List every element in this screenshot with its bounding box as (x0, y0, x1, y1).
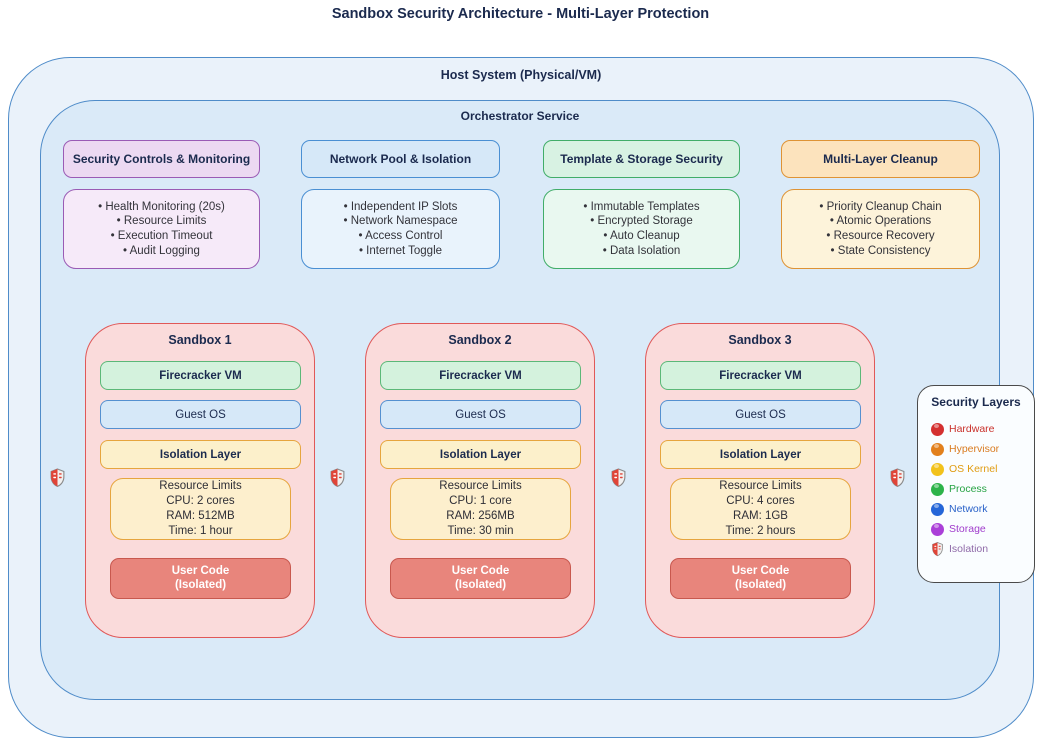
process-dot-icon (931, 482, 944, 496)
user-code-line: User Code (451, 565, 510, 577)
hypervisor-dot-icon (931, 442, 944, 456)
legend-title: Security Layers (931, 395, 1021, 409)
security-layers-legend: Security Layers Hardware Hypervisor OS K… (917, 385, 1035, 583)
feature-item: • Internet Toggle (358, 244, 443, 257)
network-dot-icon (931, 502, 944, 516)
resource-limits-box: Resource Limits CPU: 4 cores RAM: 1GB Ti… (670, 478, 851, 540)
resource-limits-box: Resource Limits CPU: 1 core RAM: 256MB T… (390, 478, 571, 540)
resource-line: Resource Limits (719, 480, 802, 493)
isolation-layer: Isolation Layer (660, 440, 861, 469)
feature-item: • Atomic Operations (829, 215, 932, 228)
resource-line: CPU: 2 cores (166, 495, 235, 508)
feature-item: • Data Isolation (602, 244, 681, 257)
user-code-line: (Isolated) (174, 578, 227, 591)
feature-item: • Resource Limits (116, 215, 207, 228)
sandbox-title: Sandbox 1 (168, 333, 232, 347)
guest-os-layer: Guest OS (100, 400, 301, 429)
resource-line: RAM: 1GB (733, 510, 788, 522)
sandbox-2: Sandbox 2 Firecracker VM Guest OS Isolat… (365, 323, 595, 638)
user-code-box: User Code (Isolated) (670, 558, 851, 599)
guest-os-layer: Guest OS (660, 400, 861, 429)
firecracker-vm-layer: Firecracker VM (100, 361, 301, 390)
feature-title: Network Pool & Isolation (329, 152, 472, 166)
resource-limits-box: Resource Limits CPU: 2 cores RAM: 512MB … (110, 478, 291, 540)
feature-title: Security Controls & Monitoring (72, 152, 251, 166)
guest-os-layer: Guest OS (380, 400, 581, 429)
feature-header-template-storage: Template & Storage Security (543, 140, 740, 178)
orchestrator-label: Orchestrator Service (460, 109, 580, 123)
feature-detail-template-storage: • Immutable Templates • Encrypted Storag… (543, 189, 740, 269)
resource-line: Time: 30 min (447, 524, 514, 537)
sandbox-3: Sandbox 3 Firecracker VM Guest OS Isolat… (645, 323, 875, 638)
feature-item: • Auto Cleanup (603, 230, 680, 242)
host-system-label: Host System (Physical/VM) (440, 68, 602, 82)
feature-item: • Priority Cleanup Chain (819, 200, 942, 213)
resource-line: Resource Limits (439, 480, 522, 493)
feature-item: • State Consistency (830, 244, 931, 257)
sandbox-title: Sandbox 3 (728, 333, 792, 347)
user-code-line: User Code (731, 565, 790, 577)
legend-label: OS Kernel (949, 463, 998, 475)
sandbox-1: Sandbox 1 Firecracker VM Guest OS Isolat… (85, 323, 315, 638)
feature-item: • Immutable Templates (583, 200, 700, 213)
legend-label: Storage (949, 523, 986, 535)
feature-detail-security-controls: • Health Monitoring (20s) • Resource Lim… (63, 189, 260, 269)
legend-label: Hypervisor (949, 443, 1000, 455)
firecracker-vm-layer: Firecracker VM (380, 361, 581, 390)
firecracker-vm-layer: Firecracker VM (660, 361, 861, 390)
legend-item-os-kernel: OS Kernel (931, 462, 997, 476)
os-kernel-dot-icon (931, 462, 944, 476)
resource-line: RAM: 256MB (446, 510, 515, 522)
resource-line: Time: 2 hours (725, 524, 796, 537)
feature-item: • Access Control (358, 230, 443, 242)
isolation-shield-icon (890, 468, 905, 487)
isolation-shield-icon (50, 468, 65, 487)
feature-title: Template & Storage Security (560, 152, 723, 166)
legend-item-isolation: Isolation (931, 542, 989, 557)
feature-header-security-controls: Security Controls & Monitoring (63, 140, 260, 178)
feature-item: • Health Monitoring (20s) (98, 200, 225, 213)
sandbox-title: Sandbox 2 (448, 333, 512, 347)
hardware-dot-icon (931, 422, 944, 436)
isolation-shield-icon (330, 468, 345, 487)
resource-line: RAM: 512MB (166, 510, 235, 522)
legend-item-hardware: Hardware (931, 422, 995, 436)
user-code-line: (Isolated) (734, 578, 787, 591)
user-code-box: User Code (Isolated) (110, 558, 291, 599)
isolation-shield-icon (932, 542, 943, 557)
legend-label: Hardware (949, 423, 995, 435)
isolation-shield-icon (611, 468, 626, 487)
resource-line: Time: 1 hour (168, 524, 233, 537)
legend-item-hypervisor: Hypervisor (931, 442, 999, 456)
storage-dot-icon (931, 522, 944, 536)
isolation-layer: Isolation Layer (100, 440, 301, 469)
user-code-line: User Code (171, 565, 230, 577)
feature-item: • Independent IP Slots (343, 200, 458, 213)
legend-label: Isolation (949, 543, 989, 555)
legend-item-process: Process (931, 482, 987, 496)
legend-item-storage: Storage (931, 522, 986, 536)
legend-label: Network (949, 503, 988, 515)
feature-item: • Resource Recovery (826, 230, 935, 242)
feature-header-cleanup: Multi-Layer Cleanup (781, 140, 980, 178)
feature-header-network-pool: Network Pool & Isolation (301, 140, 500, 178)
legend-item-network: Network (931, 502, 988, 516)
legend-label: Process (949, 483, 987, 495)
feature-title: Multi-Layer Cleanup (823, 152, 938, 166)
resource-line: CPU: 4 cores (726, 495, 795, 508)
user-code-box: User Code (Isolated) (390, 558, 571, 599)
feature-item: • Execution Timeout (110, 230, 213, 242)
resource-line: Resource Limits (159, 480, 242, 493)
feature-item: • Network Namespace (343, 215, 458, 228)
feature-item: • Encrypted Storage (590, 215, 693, 228)
feature-detail-network-pool: • Independent IP Slots • Network Namespa… (301, 189, 500, 269)
resource-line: CPU: 1 core (449, 495, 512, 508)
isolation-layer: Isolation Layer (380, 440, 581, 469)
feature-detail-cleanup: • Priority Cleanup Chain • Atomic Operat… (781, 189, 980, 269)
feature-item: • Audit Logging (123, 244, 200, 257)
user-code-line: (Isolated) (454, 578, 507, 591)
diagram-title: Sandbox Security Architecture - Multi-La… (331, 6, 710, 22)
